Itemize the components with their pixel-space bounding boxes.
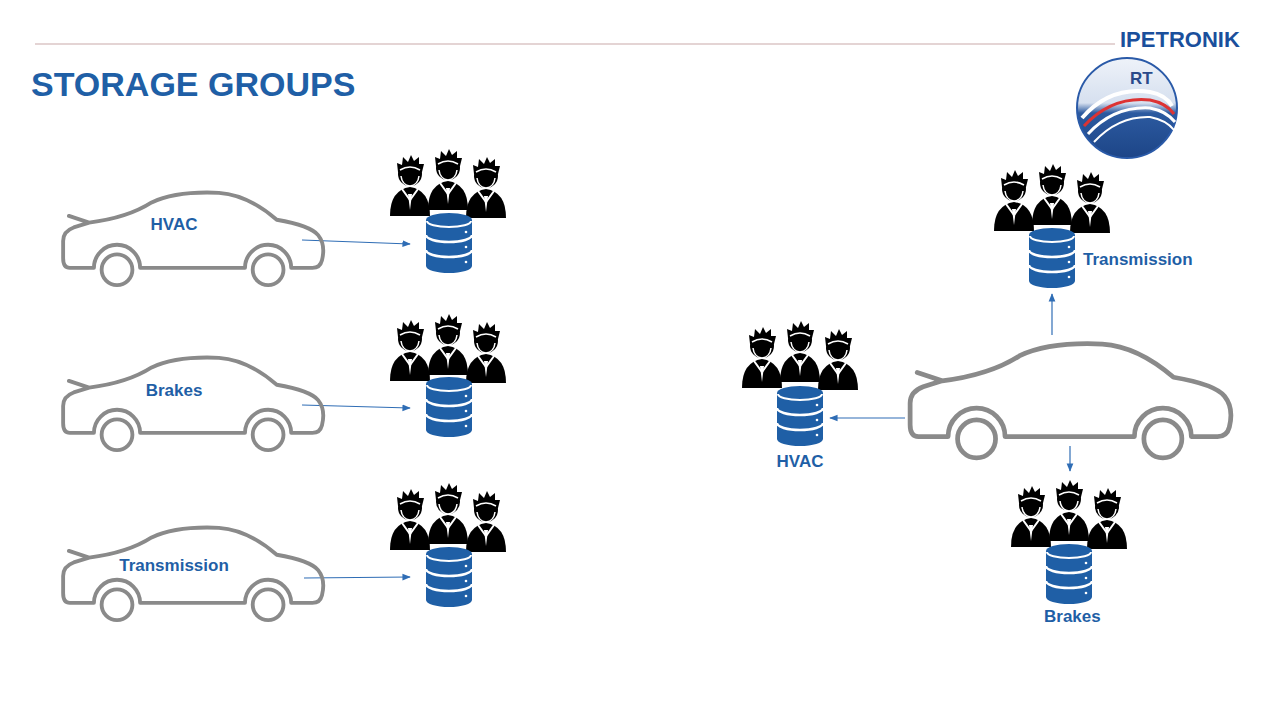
database-icon [426,547,472,607]
arrow [830,417,905,418]
car-box: HVAC [25,188,363,290]
database-icon [1046,544,1092,604]
arrow [1051,294,1052,335]
arrow [302,405,410,408]
arrow [302,240,410,244]
arrow [304,577,410,578]
car-outline [63,358,323,451]
people-groups [390,149,1127,552]
database-label: Brakes [1044,607,1094,627]
database-icon [1029,228,1075,288]
people-icon [390,483,506,552]
brand-logo-text: IPETRONIK [1120,28,1240,52]
slide-title: STORAGE GROUPS [31,64,355,104]
database-node: HVAC [777,386,823,446]
database-label: Transmission [1083,250,1193,270]
car-label: HVAC [25,215,323,235]
car-outline [25,188,363,290]
database-icon [426,377,472,437]
header-rule [35,43,1115,44]
people-icon [994,164,1110,233]
database-label: HVAC [775,452,825,472]
logo-text: RT [1130,70,1153,89]
car-box: Brakes [25,353,363,455]
car-outline [63,193,323,286]
rt-logo [1077,58,1177,158]
database-icon [426,213,472,273]
people-icon [390,149,506,218]
car-outline [25,353,363,455]
arrows [302,240,1070,578]
database-icon [1046,544,1092,604]
databases [426,213,472,607]
database-icon [1029,228,1075,288]
arrow [1069,446,1070,471]
car-label: Brakes [25,381,323,401]
car-box: Transmission [25,523,363,625]
database-icon [777,386,823,446]
car-label: Transmission [25,556,323,576]
car-outline [910,344,1231,458]
database-icon [777,386,823,446]
database-node: Transmission [1029,228,1075,288]
people-icon [742,321,858,390]
database-node: Brakes [1046,544,1092,604]
people-icon [1011,480,1127,549]
people-icon [390,314,506,383]
